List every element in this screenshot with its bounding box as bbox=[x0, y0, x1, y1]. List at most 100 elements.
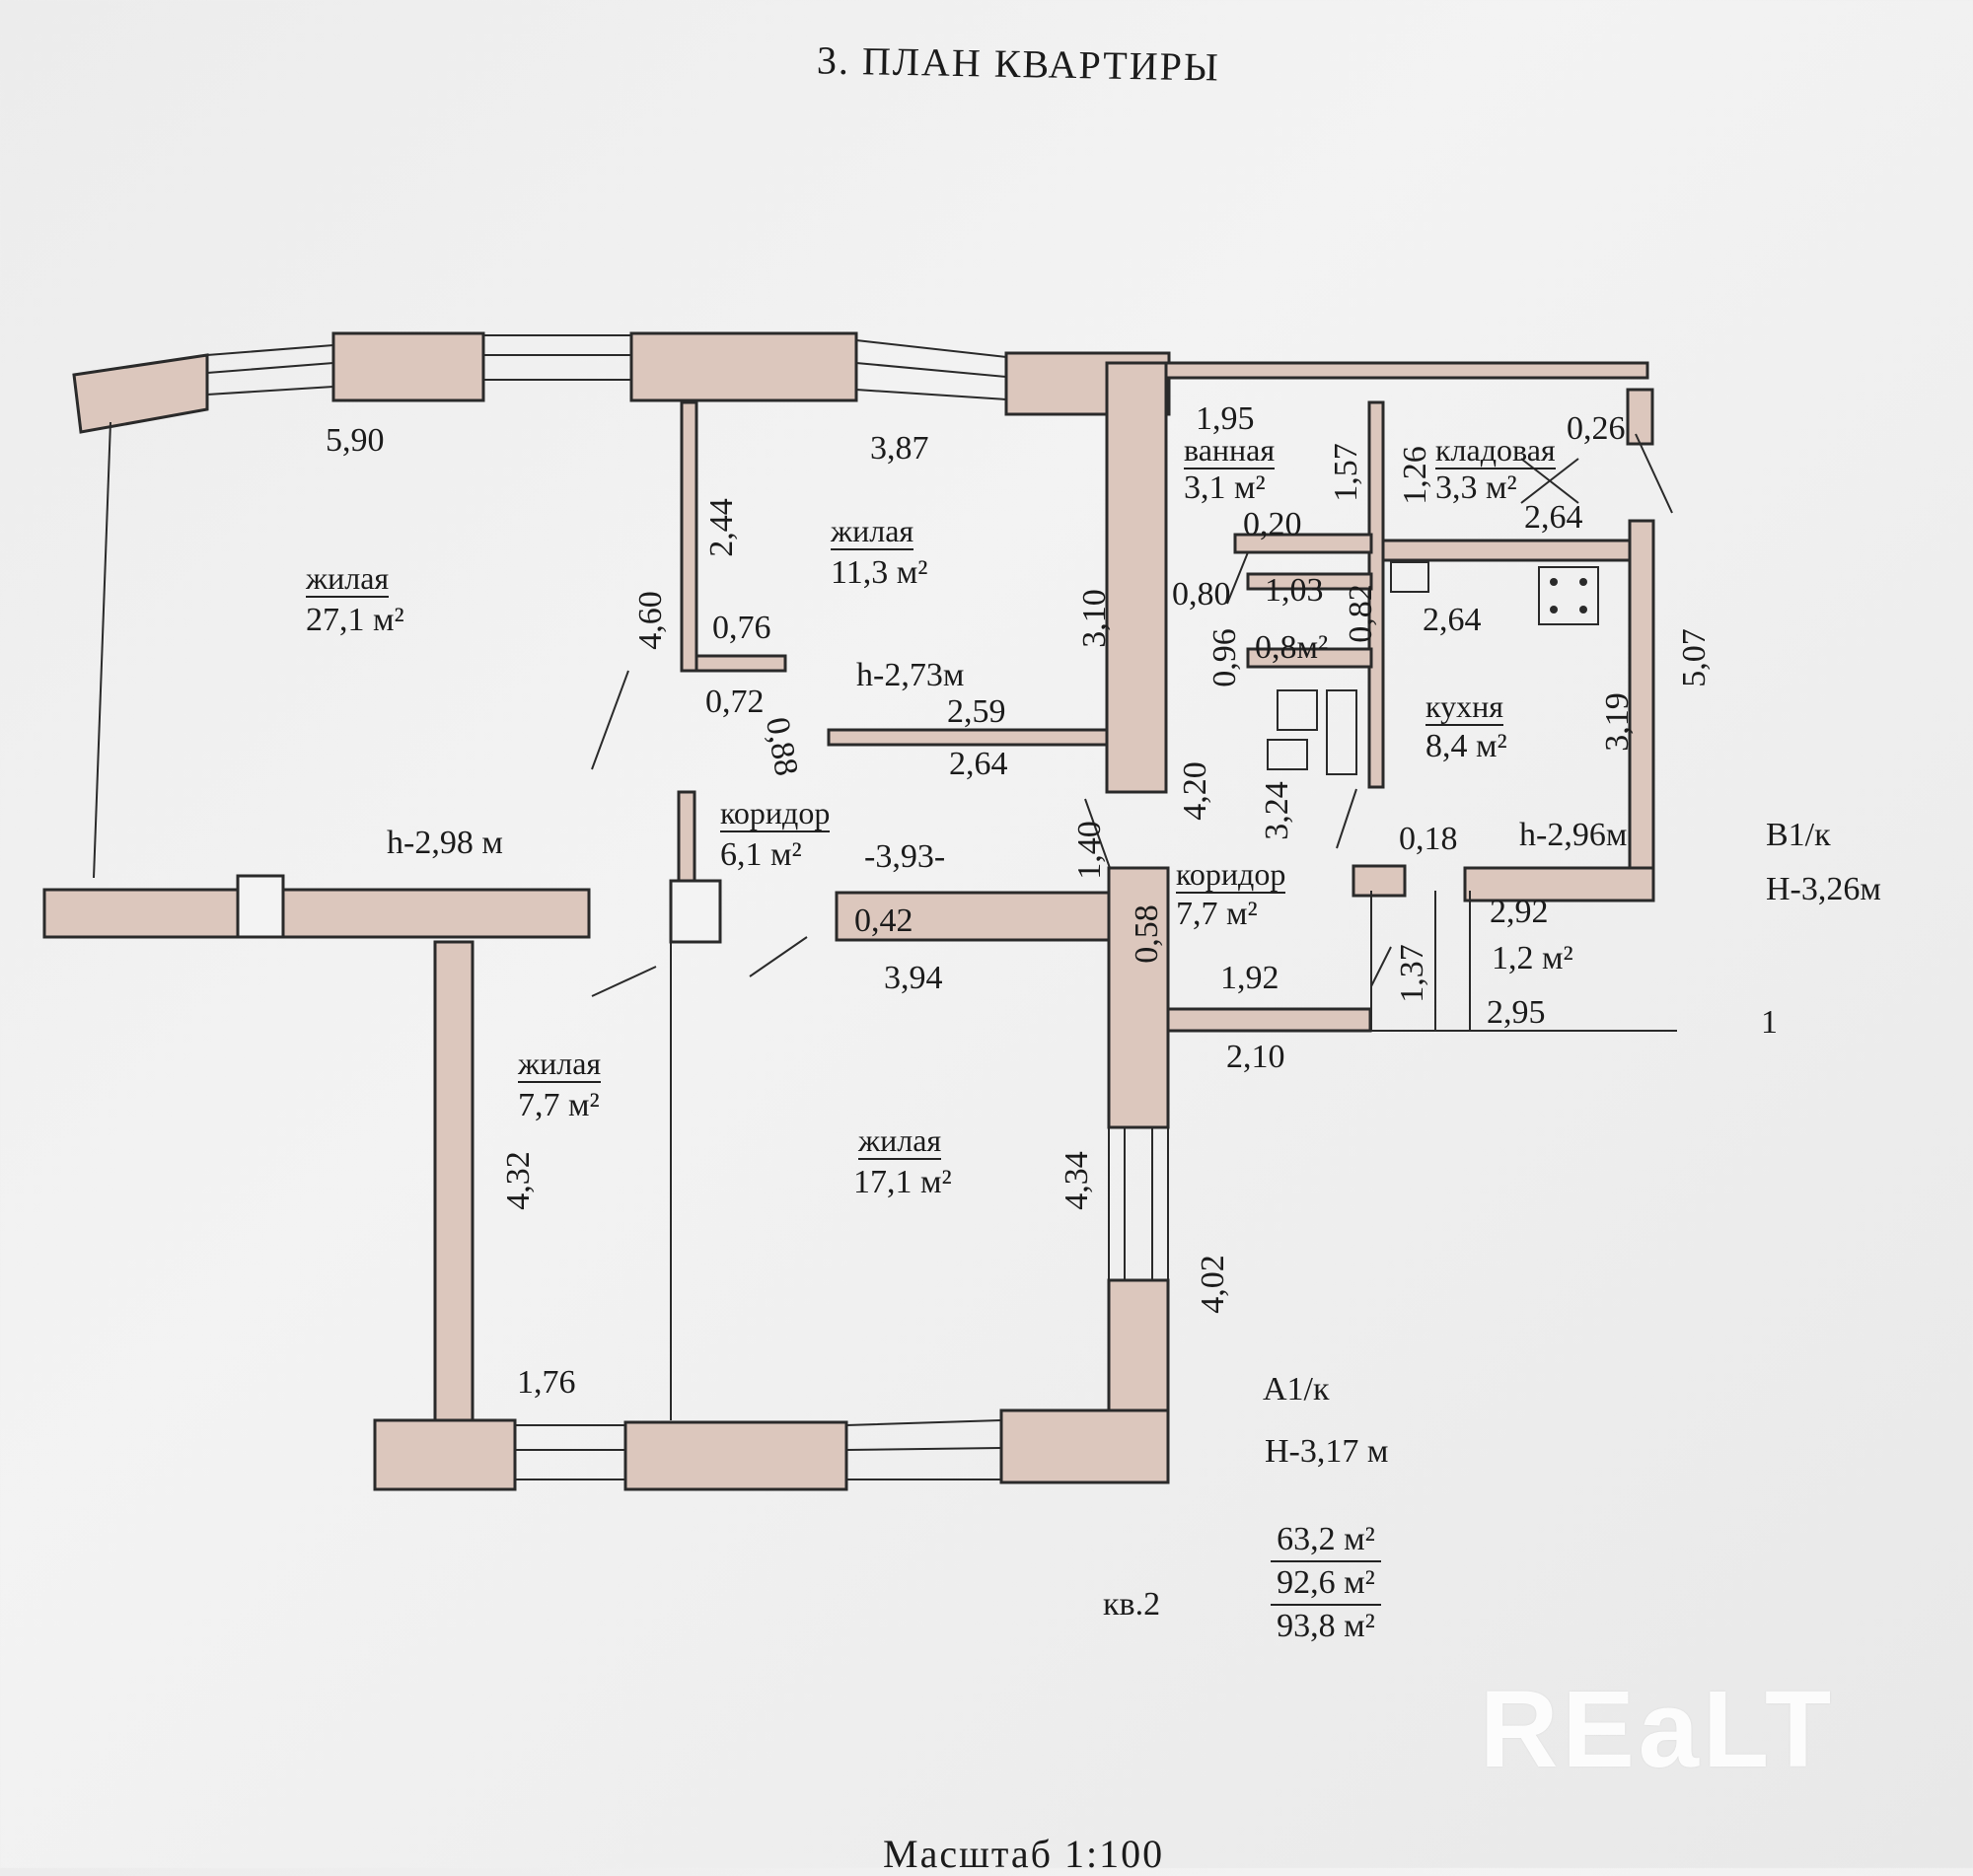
area-total: 92,6 м² bbox=[1271, 1562, 1381, 1606]
wall-kitchen-top bbox=[1377, 539, 1643, 562]
washer-icon bbox=[1267, 739, 1308, 770]
wall-vestibule-left bbox=[1352, 864, 1407, 898]
dim-2-92: 2,92 bbox=[1490, 894, 1549, 930]
dim-1-76: 1,76 bbox=[517, 1364, 576, 1401]
watermark-logo: REaLT bbox=[1480, 1669, 1836, 1790]
wall-top-pier-1 bbox=[331, 331, 485, 402]
dim-5-90: 5,90 bbox=[326, 422, 385, 459]
bath-fixture-icon bbox=[1277, 689, 1318, 731]
room-label-bath: ванная bbox=[1184, 432, 1276, 469]
wall-bath-bottom bbox=[1233, 533, 1373, 554]
room-label-kitchen: кухня bbox=[1425, 688, 1503, 726]
room-area-corridor6: 6,1 м² bbox=[720, 836, 802, 873]
wall-bath-top bbox=[1164, 361, 1649, 380]
dim-1-26: 1,26 bbox=[1396, 446, 1433, 505]
outer-boundary-right bbox=[1370, 891, 1677, 1032]
window-top-3 bbox=[855, 339, 1007, 400]
wall-middle-right bbox=[835, 891, 1113, 942]
room-area-corridor7: 7,7 м² bbox=[1176, 896, 1258, 932]
dim-3-93: -3,93- bbox=[864, 838, 946, 875]
dim-2-59: 2,59 bbox=[947, 693, 1006, 730]
window-bottom-2 bbox=[845, 1419, 1002, 1480]
room-label-living11: жилая bbox=[831, 513, 914, 550]
wall-center-vertical bbox=[1105, 361, 1168, 794]
room-height-living11: h-2,73м bbox=[856, 657, 965, 693]
wall-kitchen-bottom bbox=[1463, 866, 1655, 902]
dim-2-95: 2,95 bbox=[1487, 994, 1546, 1031]
pantry-cross-icon bbox=[1520, 458, 1579, 504]
dim-2-64-pantry: 2,64 bbox=[1524, 499, 1583, 536]
wall-living11-bottom bbox=[827, 728, 1109, 747]
shower-icon bbox=[1326, 689, 1357, 775]
dim-4-60: 4,60 bbox=[631, 591, 669, 650]
room-label-corridor6: коридор bbox=[720, 795, 831, 832]
room-area-wc: 0,8м² bbox=[1255, 629, 1329, 666]
outer-left-line bbox=[93, 421, 111, 879]
room-height-living27: h-2,98 м bbox=[387, 825, 503, 861]
wall-small-room-left bbox=[433, 940, 475, 1422]
wall-living11-left bbox=[680, 400, 698, 673]
mark-b1-height: Н-3,26м bbox=[1766, 871, 1881, 907]
dim-3-94: 3,94 bbox=[884, 960, 943, 996]
wall-living11-stub bbox=[694, 654, 787, 673]
dim-3-10: 3,10 bbox=[1075, 589, 1113, 648]
dim-1-92: 1,92 bbox=[1220, 960, 1279, 996]
wall-lower-corridor bbox=[1166, 1007, 1372, 1033]
wall-top-pier-2 bbox=[629, 331, 858, 402]
dim-2-64-kitchen: 2,64 bbox=[1423, 602, 1482, 638]
dim-0-26: 0,26 bbox=[1567, 410, 1626, 447]
mark-a1-height: Н-3,17 м bbox=[1265, 1433, 1389, 1470]
dim-0-96: 0,96 bbox=[1206, 628, 1243, 687]
wall-bottom-mid bbox=[623, 1420, 848, 1491]
room-area-living11: 11,3 м² bbox=[831, 554, 928, 591]
wall-wc-top bbox=[1246, 572, 1373, 591]
dim-3-19: 3,19 bbox=[1598, 692, 1636, 752]
wall-top-left bbox=[72, 353, 209, 434]
dim-0-82: 0,82 bbox=[1342, 584, 1379, 643]
chimney-1 bbox=[236, 874, 285, 939]
room-label-corridor7: коридор bbox=[1176, 856, 1286, 894]
room-label-living7: жилая bbox=[518, 1046, 602, 1083]
dim-2-10: 2,10 bbox=[1226, 1039, 1285, 1075]
dim-0-42: 0,42 bbox=[854, 902, 913, 939]
dim-1-95: 1,95 bbox=[1196, 400, 1255, 437]
area-living: 63,2 м² bbox=[1271, 1519, 1381, 1562]
dim-4-34: 4,34 bbox=[1058, 1151, 1095, 1210]
wall-bottom-right-corner bbox=[999, 1408, 1170, 1484]
wall-bath-partition bbox=[1367, 400, 1385, 789]
dim-4-02: 4,02 bbox=[1194, 1255, 1231, 1314]
dim-5-07: 5,07 bbox=[1675, 628, 1713, 687]
dim-1-03: 1,03 bbox=[1265, 572, 1324, 609]
dim-4-20: 4,20 bbox=[1176, 761, 1213, 821]
mark-b1: B1/к bbox=[1766, 817, 1831, 853]
scale-label: Масштаб 1:100 bbox=[883, 1832, 1165, 1876]
room-label-living27: жилая bbox=[306, 560, 390, 598]
dim-0-80: 0,80 bbox=[1172, 576, 1231, 613]
dim-3-87: 3,87 bbox=[870, 430, 929, 467]
dim-0-20: 0,20 bbox=[1243, 506, 1302, 542]
room-area-living17: 17,1 м² bbox=[853, 1164, 952, 1200]
chimney-2 bbox=[669, 879, 722, 944]
dim-0-18: 0,18 bbox=[1399, 821, 1458, 857]
dim-1-57: 1,57 bbox=[1327, 443, 1364, 502]
room-area-bath: 3,1 м² bbox=[1184, 469, 1266, 506]
dim-4-32: 4,32 bbox=[499, 1151, 537, 1210]
wall-vertical-right bbox=[1107, 866, 1170, 1129]
dim-1-37: 1,37 bbox=[1393, 944, 1430, 1003]
wall-wc-bottom bbox=[1246, 647, 1373, 669]
room-height-kitchen: h-2,96м bbox=[1519, 817, 1628, 853]
window-top-1 bbox=[206, 344, 334, 396]
window-right-vertical bbox=[1108, 1127, 1169, 1280]
stove-icon bbox=[1538, 566, 1599, 625]
sink-icon bbox=[1390, 561, 1429, 593]
room-area-living7: 7,7 м² bbox=[518, 1087, 600, 1123]
dim-3-24: 3,24 bbox=[1258, 781, 1295, 840]
room-area-vestibule: 1,2 м² bbox=[1492, 940, 1573, 976]
wall-pantry-right bbox=[1626, 388, 1654, 446]
apartment-areas: 63,2 м² 92,6 м² 93,8 м² bbox=[1271, 1519, 1381, 1647]
dim-2-64-hall: 2,64 bbox=[949, 746, 1008, 782]
window-bottom-1 bbox=[515, 1424, 625, 1480]
room-label-living17: жилая bbox=[858, 1122, 942, 1160]
wall-bottom-left bbox=[373, 1418, 517, 1491]
